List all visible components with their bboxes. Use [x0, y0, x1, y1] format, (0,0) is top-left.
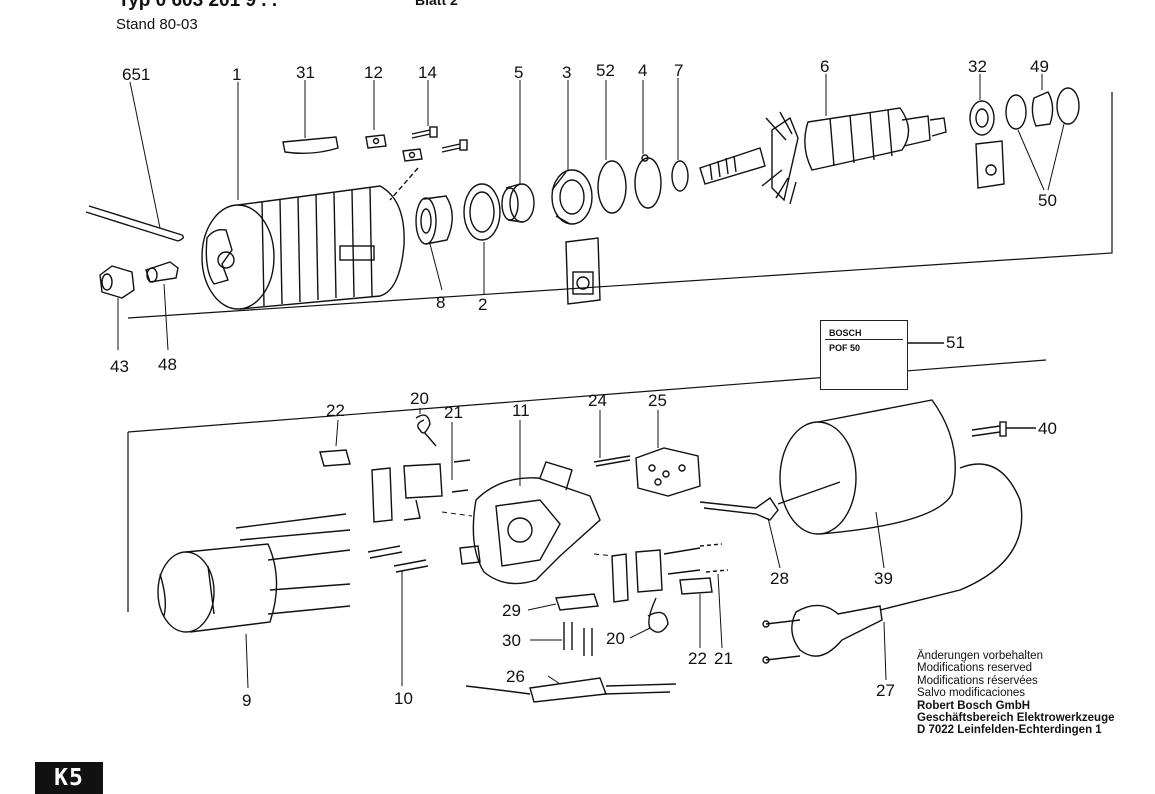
motor-housing-1: [201, 185, 405, 310]
company-line: Geschäftsbereich Elektrowerkzeuge: [917, 712, 1115, 725]
note-line: Modifications reserved: [917, 662, 1033, 675]
field-stator-9: [157, 513, 351, 633]
rod-651: [85, 205, 185, 242]
brush-22b: [679, 577, 713, 595]
label-8: 8: [436, 293, 445, 312]
label-24: 24: [588, 391, 607, 410]
washer-50a: [1005, 94, 1027, 130]
label-31: 31: [296, 63, 315, 82]
label-27: 27: [876, 681, 895, 700]
label-52: 52: [596, 61, 615, 80]
label-26: 26: [506, 667, 525, 686]
company-line: D 7022 Leinfelden-Echterdingen 1: [917, 724, 1102, 737]
label-21a: 21: [444, 403, 463, 422]
collet-48: [145, 261, 179, 283]
label-7: 7: [674, 61, 683, 80]
switch-25: [635, 447, 701, 497]
washer-50b: [1056, 87, 1080, 125]
washer-52: [597, 160, 627, 214]
label-2: 2: [478, 295, 487, 314]
label-4: 4: [638, 61, 647, 80]
label-11: 11: [512, 401, 530, 420]
label-651: 651: [122, 65, 150, 84]
label-48: 48: [158, 355, 177, 374]
label-51: 51: [946, 333, 965, 352]
label-30: 30: [502, 631, 521, 650]
cable-27: [879, 463, 1023, 611]
sleeve-5: [501, 183, 535, 223]
suppressor-26: [465, 677, 677, 703]
label-31: [282, 136, 339, 155]
label-43: 43: [110, 357, 129, 376]
label-12: 12: [364, 63, 383, 82]
screw-40: [971, 421, 1036, 437]
bearing-detail-32: [975, 140, 1005, 189]
nameplate-51: BOSCH POF 50: [820, 320, 908, 390]
housing-cover-39: [779, 399, 956, 535]
header-sheet: Blatt 2: [415, 0, 458, 8]
ring-2: [463, 183, 501, 241]
clip-12: [365, 134, 423, 162]
clamp-29: [555, 593, 599, 611]
notes-block: Änderungen vorbehalten Modifications res…: [917, 650, 1115, 737]
label-10: 10: [394, 689, 413, 708]
upper-panel-frame: [127, 92, 1113, 319]
label-32: 32: [968, 57, 987, 76]
note-line: Änderungen vorbehalten: [917, 650, 1043, 662]
label-20b: 20: [606, 629, 625, 648]
spring-20b: [647, 597, 669, 633]
circlip-4: [634, 154, 662, 209]
nameplate-divider: [825, 339, 903, 340]
screws-30: [563, 622, 593, 656]
brush-housing-11: [459, 461, 601, 585]
label-22a: 22: [326, 401, 345, 420]
brush-holder-21a: [371, 459, 471, 523]
lower-panel-frame: [127, 359, 1047, 612]
header-type-number: Typ 0 603 201 9 . .: [118, 0, 278, 11]
company-line: Robert Bosch GmbH: [917, 699, 1031, 712]
label-20a: 20: [410, 389, 429, 408]
label-50: 50: [1038, 191, 1057, 210]
label-5: 5: [514, 63, 523, 82]
nameplate-model: POF 50: [829, 343, 861, 353]
label-14: 14: [418, 63, 437, 82]
screw-24: [593, 455, 631, 467]
label-21b: 21: [714, 649, 733, 668]
brush-22a: [319, 449, 351, 467]
screw-14: [411, 126, 468, 153]
note-line: Modifications réservées: [917, 674, 1038, 687]
leader-lines: [117, 74, 1065, 689]
bearing-detail-3: [565, 237, 601, 305]
nameplate-brand: BOSCH: [829, 328, 862, 338]
spring-20a: [415, 414, 437, 447]
header-stand: Stand 80-03: [116, 16, 198, 33]
spring-washer-49: [1031, 91, 1054, 127]
label-9: 9: [242, 691, 251, 710]
label-25: 25: [648, 391, 667, 410]
mains-plug-27: [762, 604, 883, 664]
nut-43: [99, 265, 135, 299]
label-49: 49: [1030, 57, 1049, 76]
armature-6: [699, 107, 947, 205]
label-40: 40: [1038, 419, 1057, 438]
brush-holder-21b: [611, 547, 701, 603]
note-line: Salvo modificaciones: [917, 687, 1026, 700]
label-39: 39: [874, 569, 893, 588]
cable-sleeve-28: [699, 481, 841, 521]
bearing-8: [415, 195, 453, 245]
ball-bearing-3: [551, 169, 593, 225]
label-22b: 22: [688, 649, 707, 668]
label-29: 29: [502, 601, 521, 620]
label-1: 1: [232, 65, 241, 84]
retaining-ring-7: [671, 160, 689, 192]
bearing-32: [969, 100, 995, 136]
springs-10: [367, 545, 429, 573]
label-6: 6: [820, 57, 829, 76]
page-badge: K5: [35, 762, 103, 794]
label-3: 3: [562, 63, 571, 82]
label-28: 28: [770, 569, 789, 588]
